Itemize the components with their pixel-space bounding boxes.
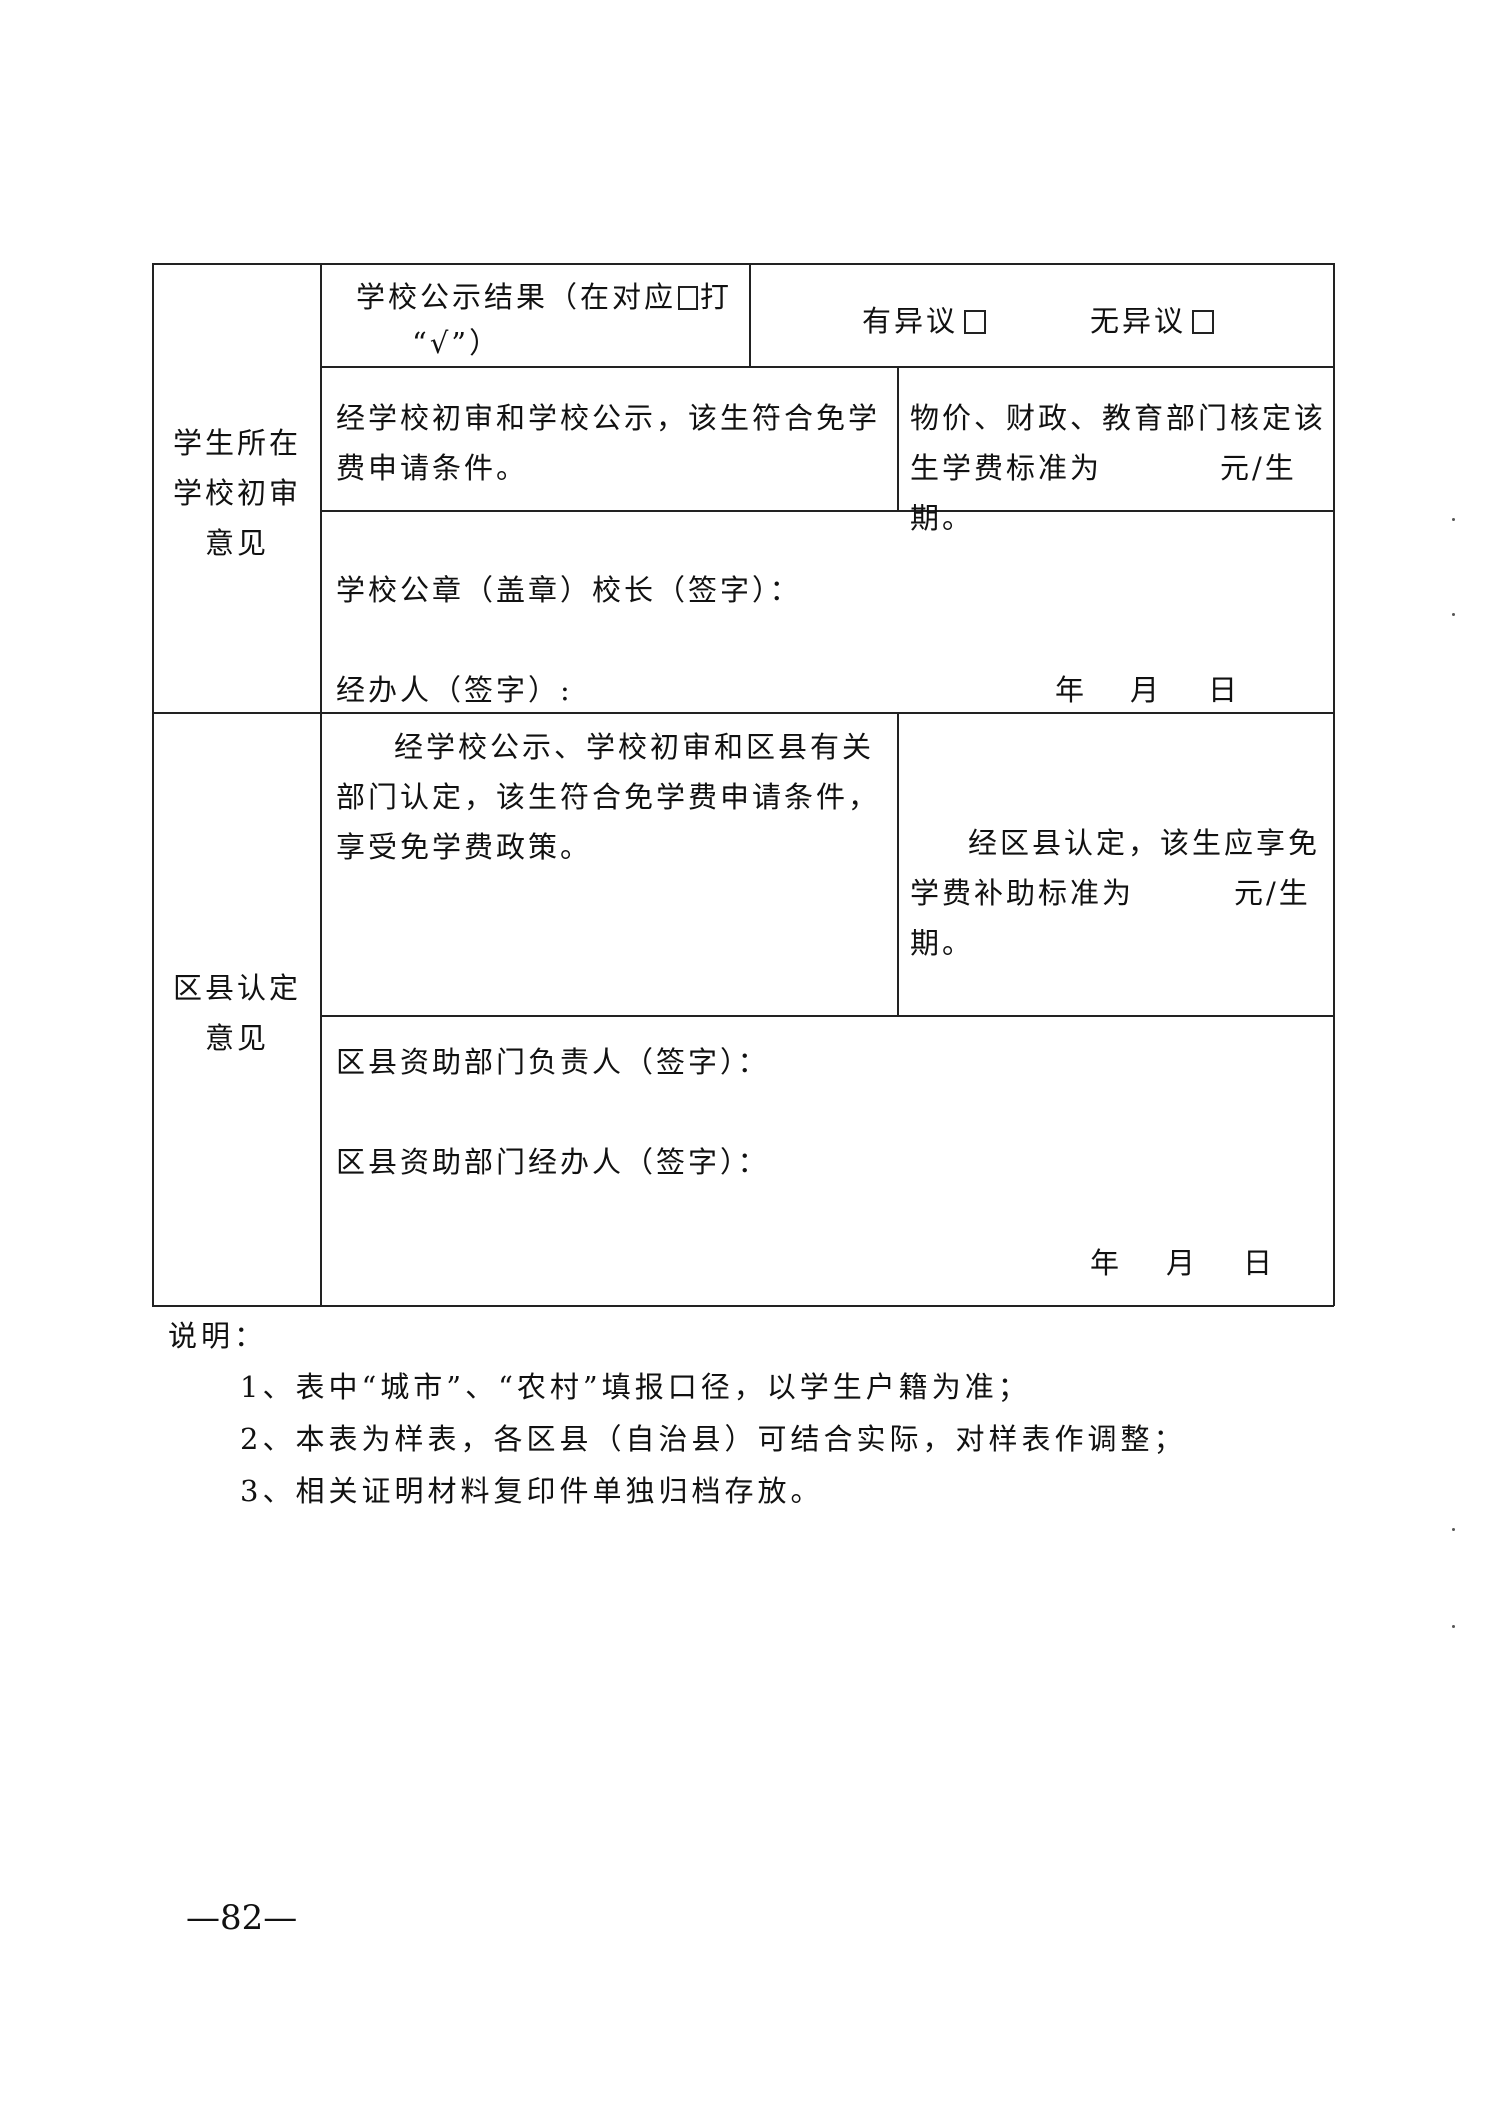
district-subsidy-label: 经区县认定，该生应享免学费补助标准为 — [910, 826, 1321, 910]
notes-item: 1、表中“城市”、“农村”填报口径，以学生户籍为准； — [240, 1370, 1031, 1404]
label-column-divider — [320, 263, 322, 1306]
price-unit: 元/生期。 — [910, 451, 1297, 535]
scan-speck — [1452, 518, 1455, 521]
row-line-3 — [320, 1015, 1334, 1017]
objection-yes-label: 有异议 — [862, 304, 959, 338]
table-border-left — [152, 263, 154, 1306]
page-number: —82— — [186, 1898, 298, 1938]
publicity-divider — [749, 263, 751, 367]
scan-speck — [1452, 1528, 1455, 1531]
table-border-right — [1333, 263, 1335, 1306]
section2-label: 区县认定 意见 — [155, 963, 319, 1063]
objection-no-option[interactable]: 无异议 — [1090, 296, 1215, 346]
objection-yes-option[interactable]: 有异议 — [862, 296, 987, 346]
publicity-label-text: 打 — [700, 280, 733, 314]
objection-no-checkbox[interactable] — [1192, 310, 1215, 334]
section-divider — [152, 712, 1334, 714]
publicity-label-text: 学校公示结果（在对应 — [356, 280, 677, 314]
price-standard-text: 物价、财政、教育部门核定该生学费标准为元/生期。 — [910, 393, 1330, 543]
section1-label-line: 学校初审 — [172, 476, 301, 510]
publicity-label-check: “√”） — [412, 326, 502, 360]
row-line-1 — [320, 366, 1334, 368]
table-border-bottom — [152, 1305, 1334, 1307]
notes-title: 说明： — [168, 1319, 268, 1353]
scan-speck — [1452, 1625, 1455, 1628]
review-divider — [897, 366, 899, 511]
notes-item: 3、相关证明材料复印件单独归档存放。 — [240, 1474, 824, 1508]
section2-label-line: 区县认定 — [172, 971, 301, 1005]
table-border-top — [152, 263, 1334, 265]
objection-yes-checkbox[interactable] — [964, 310, 987, 334]
district-subsidy-unit: 元/生期。 — [910, 876, 1311, 960]
row-line-2 — [320, 510, 1334, 512]
district-head-line: 区县资助部门负责人（签字）： — [336, 1045, 770, 1079]
notes-item: 2、本表为样表，各区县（自治县）可结合实际，对样表作调整； — [240, 1422, 1187, 1456]
date-day: 日 — [1208, 673, 1241, 707]
date2-month: 月 — [1166, 1246, 1199, 1280]
section1-label-line: 学生所在 — [172, 426, 301, 460]
date2-day: 日 — [1243, 1246, 1276, 1280]
school-review-text: 经学校初审和学校公示，该生符合免学费申请条件。 — [336, 401, 881, 485]
date2-year: 年 — [1090, 1246, 1123, 1280]
district-subsidy-text: 经区县认定，该生应享免学费补助标准为元/生期。 — [910, 818, 1330, 968]
checkbox-icon — [678, 286, 699, 310]
district-divider — [897, 712, 899, 1016]
handler-line: 经办人（签字）: — [336, 673, 573, 707]
price-standard-label: 物价、财政、教育部门核定该生学费标准为 — [910, 401, 1327, 485]
date-year: 年 — [1055, 673, 1088, 707]
section1-label: 学生所在 学校初审 意见 — [155, 418, 319, 568]
publicity-label: 学校公示结果（在对应打 — [356, 272, 732, 322]
objection-no-label: 无异议 — [1090, 304, 1187, 338]
district-handler-line: 区县资助部门经办人（签字）： — [336, 1145, 770, 1179]
district-review-text: 经学校公示、学校初审和区县有关部门认定，该生符合免学费申请条件，享受免学费政策。 — [336, 730, 881, 864]
section2-label-line: 意见 — [204, 1021, 269, 1055]
school-seal-line: 学校公章（盖章）校长（签字）： — [336, 573, 802, 607]
section1-label-line: 意见 — [204, 526, 269, 560]
date-month: 月 — [1130, 673, 1163, 707]
scan-speck — [1452, 613, 1455, 616]
